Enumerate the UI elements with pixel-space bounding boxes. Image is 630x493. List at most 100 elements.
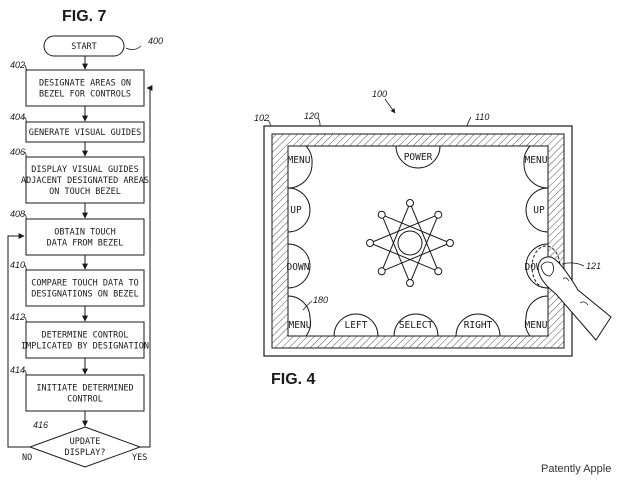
flow-step-ref-leader <box>23 369 27 379</box>
fig4-title: FIG. 4 <box>271 371 316 388</box>
flow-step-ref-leader <box>23 213 27 223</box>
yes-loop-line <box>140 85 153 448</box>
star-node[interactable] <box>406 199 414 207</box>
menu-tl-guide[interactable] <box>287 145 313 189</box>
right-label: RIGHT <box>464 320 493 331</box>
flow-step-box <box>25 156 145 204</box>
flow-step-text: IMPLICATED BY DESIGNATION <box>21 342 149 352</box>
center-star-graphic <box>366 199 454 287</box>
star-line <box>381 202 411 272</box>
flow-step-text: DESIGNATIONS ON BEZEL <box>31 290 138 300</box>
start-terminal <box>43 35 125 57</box>
decision-no-label: NO <box>22 453 32 463</box>
select-guide[interactable] <box>393 313 439 337</box>
flow-step-ref: 414 <box>10 365 25 375</box>
star-line <box>381 214 451 244</box>
flow-step-text: BEZEL FOR CONTROLS <box>39 90 131 100</box>
decision-line-2: DISPLAY? <box>65 448 106 458</box>
flow-step-ref: 412 <box>10 312 25 322</box>
star-line <box>369 214 439 244</box>
flow-step-box <box>25 321 145 359</box>
star-node[interactable] <box>366 239 374 247</box>
power-label: POWER <box>404 152 433 163</box>
ref-100-arrow <box>384 98 396 114</box>
ref-180-leader <box>302 300 313 311</box>
star-line <box>369 242 439 272</box>
credit-watermark: Patently Apple <box>541 463 611 475</box>
star-line <box>381 214 411 284</box>
ref-416: 416 <box>33 420 48 430</box>
menu-tr-guide[interactable] <box>523 145 549 189</box>
select-label: SELECT <box>399 320 434 331</box>
start-label: START <box>71 42 97 52</box>
decision-diamond <box>28 426 142 468</box>
ref-100: 100 <box>372 89 387 99</box>
up-left-guide[interactable] <box>287 187 311 233</box>
ref-110: 110 <box>475 112 489 122</box>
down-left-guide[interactable] <box>287 243 311 289</box>
star-node[interactable] <box>434 267 443 276</box>
ref-121-leader <box>561 262 585 267</box>
star-line <box>409 202 439 272</box>
menu-bl-label: MENU <box>289 320 312 331</box>
menu-br-label: MENU <box>525 320 548 331</box>
flow-step-text: ADJACENT DESIGNATED AREAS <box>21 176 149 186</box>
star-line <box>409 214 439 284</box>
flow-step-ref: 408 <box>10 209 25 219</box>
flow-step-ref-leader <box>23 151 27 161</box>
ref-120: 120 <box>304 111 319 121</box>
menu-tl-label: MENU <box>288 155 311 166</box>
finger-icon <box>537 256 612 341</box>
flow-step-text: OBTAIN TOUCH <box>54 228 115 238</box>
flow-step-box <box>25 69 145 107</box>
flow-step-ref-leader <box>23 116 27 126</box>
flow-step-ref-leader <box>23 64 27 74</box>
down-right-label: DOWN <box>525 262 548 273</box>
ref-102: 102 <box>254 113 269 123</box>
ref-400-leader <box>125 45 142 50</box>
flow-step-text: GENERATE VISUAL GUIDES <box>29 128 142 138</box>
fig4-device: 100 102 120 110 MENU P <box>254 89 612 388</box>
flow-step-text: INITIATE DETERMINED <box>36 384 133 394</box>
down-left-label: DOWN <box>287 262 310 273</box>
flow-step-box <box>25 218 145 256</box>
flow-step-text: ON TOUCH BEZEL <box>49 187 121 197</box>
star-node[interactable] <box>446 239 454 247</box>
menu-br-guide[interactable] <box>525 295 549 337</box>
flow-step-text: COMPARE TOUCH DATA TO <box>31 279 138 289</box>
flow-step-box <box>25 269 145 307</box>
ref-121: 121 <box>586 261 601 271</box>
up-right-label: UP <box>533 205 545 216</box>
star-node[interactable] <box>377 267 386 276</box>
star-node[interactable] <box>377 210 386 219</box>
decision-line-1: UPDATE <box>70 437 101 447</box>
flow-step-ref-leader <box>23 264 27 274</box>
up-left-label: UP <box>290 205 302 216</box>
menu-bl-guide[interactable] <box>287 295 311 337</box>
fig7-flowchart: FIG. 7 400 START DESIGNATE AREAS ONBEZEL… <box>7 8 163 468</box>
left-guide[interactable] <box>333 313 379 337</box>
menu-tr-label: MENU <box>525 155 548 166</box>
star-line <box>381 242 451 272</box>
flow-step-ref: 404 <box>10 112 25 122</box>
ref-180: 180 <box>313 295 328 305</box>
flow-step-ref: 410 <box>10 260 25 270</box>
flow-step-text: DESIGNATE AREAS ON <box>39 79 131 89</box>
flow-step-text: DATA FROM BEZEL <box>47 239 124 249</box>
power-guide[interactable] <box>395 145 441 169</box>
star-node[interactable] <box>406 279 414 287</box>
right-guide[interactable] <box>455 313 501 337</box>
star-node[interactable] <box>434 210 443 219</box>
no-loop-line <box>7 233 30 448</box>
flow-step-ref-leader <box>23 316 27 326</box>
flow-step-text: DISPLAY VISUAL GUIDES <box>31 165 138 175</box>
fig7-title: FIG. 7 <box>62 8 107 25</box>
star-center-circle <box>397 230 423 256</box>
up-right-guide[interactable] <box>525 187 549 233</box>
decision-yes-label: YES <box>132 453 147 463</box>
flow-step-ref: 402 <box>10 60 25 70</box>
left-label: LEFT <box>345 320 368 331</box>
flow-step-ref: 406 <box>10 147 25 157</box>
flow-step-text: DETERMINE CONTROL <box>42 331 129 341</box>
